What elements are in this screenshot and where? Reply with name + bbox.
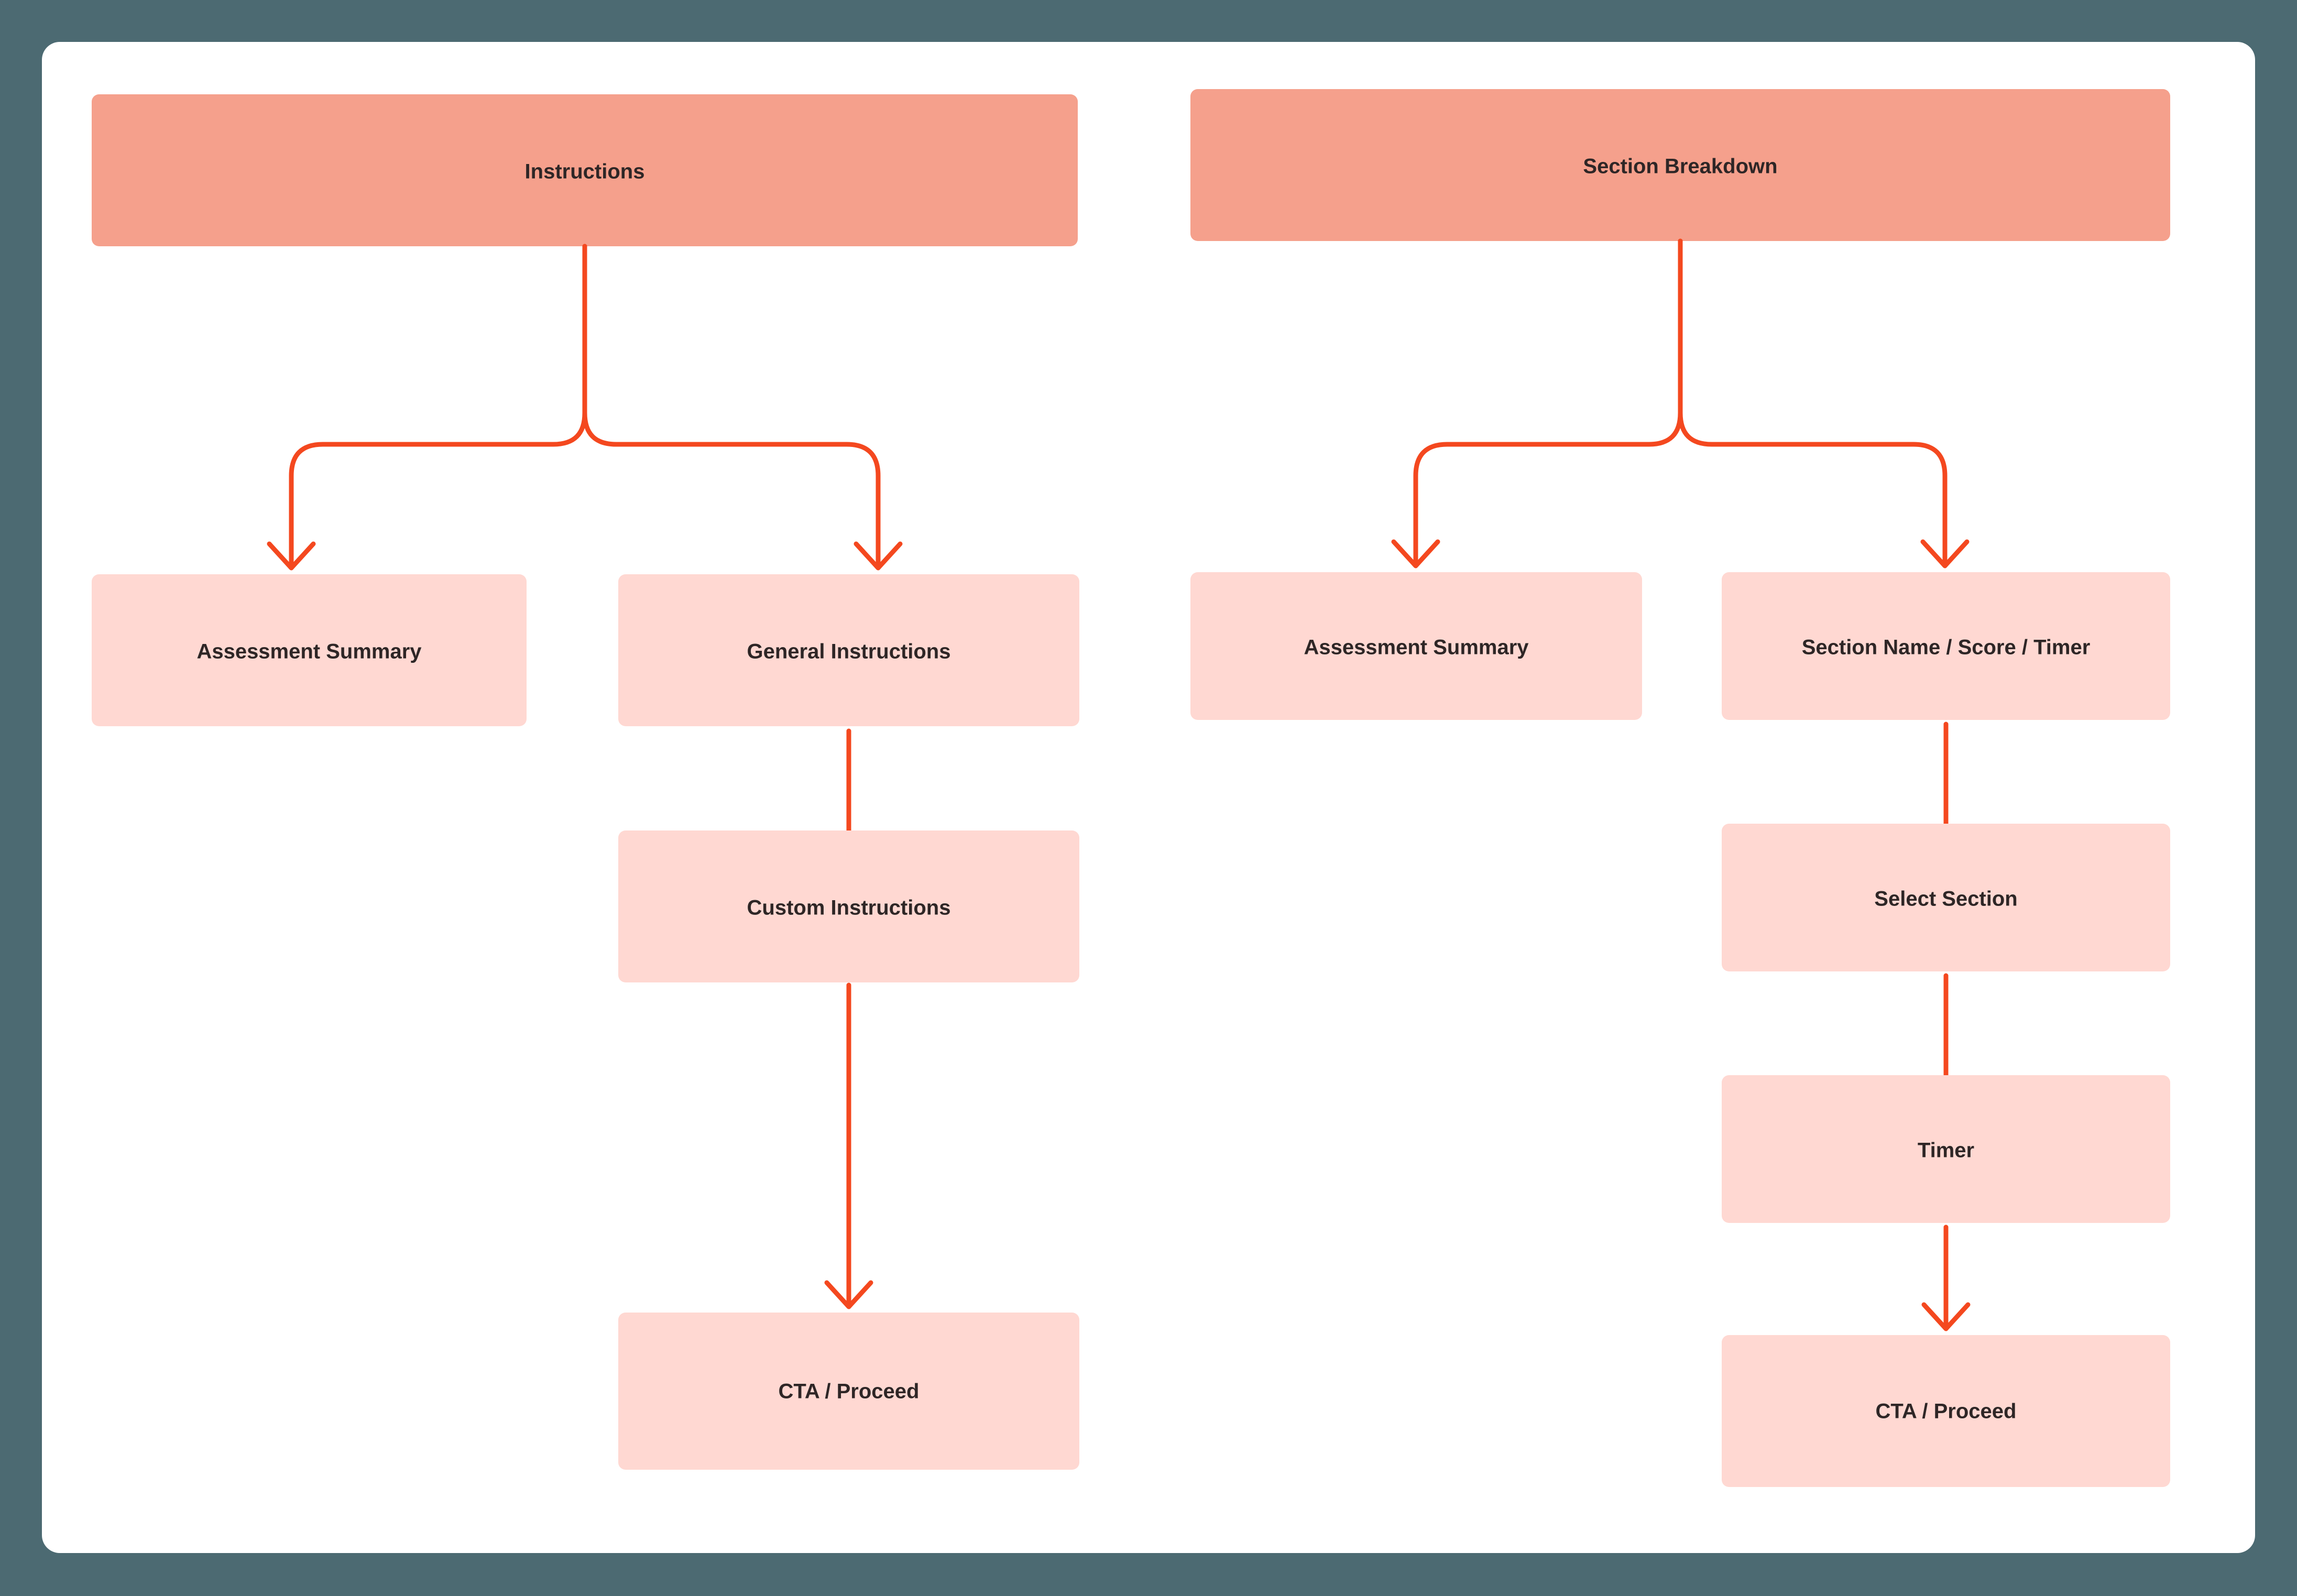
node-cta-proceed-left-box[interactable] (618, 1313, 1079, 1470)
node-instructions-box[interactable] (92, 94, 1078, 246)
edge-instructions-to-general-instructions (582, 244, 881, 569)
node-assessment-summary-right-box[interactable] (1190, 572, 1642, 720)
node-custom-instructions-box[interactable] (618, 830, 1079, 982)
node-cta-proceed-right-box[interactable] (1722, 1335, 2170, 1487)
node-general-instructions[interactable]: General Instructions (618, 574, 1079, 726)
edge-instructions-branch (267, 244, 903, 571)
edge-custom-instructions-to-cta-proceed-left (824, 982, 873, 1309)
node-cta-proceed-left[interactable]: CTA / Proceed (618, 1313, 1079, 1470)
node-cta-proceed-right-label: CTA / Proceed (1876, 1400, 2017, 1423)
diagram-canvas: Instructions Assessment Summary General … (42, 42, 2255, 1553)
arrowhead-assessment-summary-right (1391, 539, 1440, 569)
node-cta-proceed-right[interactable]: CTA / Proceed (1722, 1335, 2170, 1487)
node-select-section[interactable]: Select Section (1722, 824, 2170, 971)
arrowhead-cta-proceed-left (824, 1280, 873, 1309)
node-custom-instructions[interactable]: Custom Instructions (618, 830, 1079, 982)
node-timer[interactable]: Timer (1722, 1075, 2170, 1223)
node-assessment-summary-right-label: Assessment Summary (1304, 636, 1529, 659)
node-cta-proceed-left-label: CTA / Proceed (779, 1380, 920, 1403)
node-assessment-summary-left-label: Assessment Summary (196, 640, 422, 663)
arrowhead-general-instructions (854, 541, 903, 571)
node-section-name-score-timer-box[interactable] (1722, 572, 2170, 720)
node-assessment-summary-right[interactable]: Assessment Summary (1190, 572, 1642, 720)
node-select-section-box[interactable] (1722, 824, 2170, 971)
node-assessment-summary-left-box[interactable] (92, 574, 527, 726)
node-timer-label: Timer (1918, 1139, 1974, 1162)
node-section-breakdown-label: Section Breakdown (1583, 155, 1777, 178)
node-select-section-label: Select Section (1874, 888, 2017, 911)
node-timer-box[interactable] (1722, 1075, 2170, 1223)
node-general-instructions-label: General Instructions (747, 640, 951, 663)
node-general-instructions-box[interactable] (618, 574, 1079, 726)
edge-timer-to-cta-proceed-right (1921, 1225, 1971, 1331)
edge-instructions-to-assessment-summary (289, 244, 587, 569)
node-assessment-summary-left[interactable]: Assessment Summary (92, 574, 527, 726)
node-section-breakdown-box[interactable] (1190, 89, 2170, 241)
flowchart-svg: Instructions Assessment Summary General … (92, 89, 2170, 1487)
node-instructions-label: Instructions (525, 160, 645, 183)
node-instructions[interactable]: Instructions (92, 94, 1078, 246)
edge-section-breakdown-branch (1391, 238, 1970, 569)
edge-section-breakdown-to-section-name-score-timer (1678, 238, 1948, 566)
node-custom-instructions-label: Custom Instructions (747, 897, 951, 920)
edge-section-breakdown-to-assessment-summary (1413, 238, 1683, 566)
node-section-name-score-timer[interactable]: Section Name / Score / Timer (1722, 572, 2170, 720)
arrowhead-assessment-summary-left (267, 541, 316, 571)
arrowhead-section-name-score-timer (1920, 539, 1970, 569)
node-section-breakdown[interactable]: Section Breakdown (1190, 89, 2170, 241)
node-section-name-score-timer-label: Section Name / Score / Timer (1802, 636, 2091, 659)
arrowhead-cta-proceed-right (1921, 1302, 1971, 1331)
